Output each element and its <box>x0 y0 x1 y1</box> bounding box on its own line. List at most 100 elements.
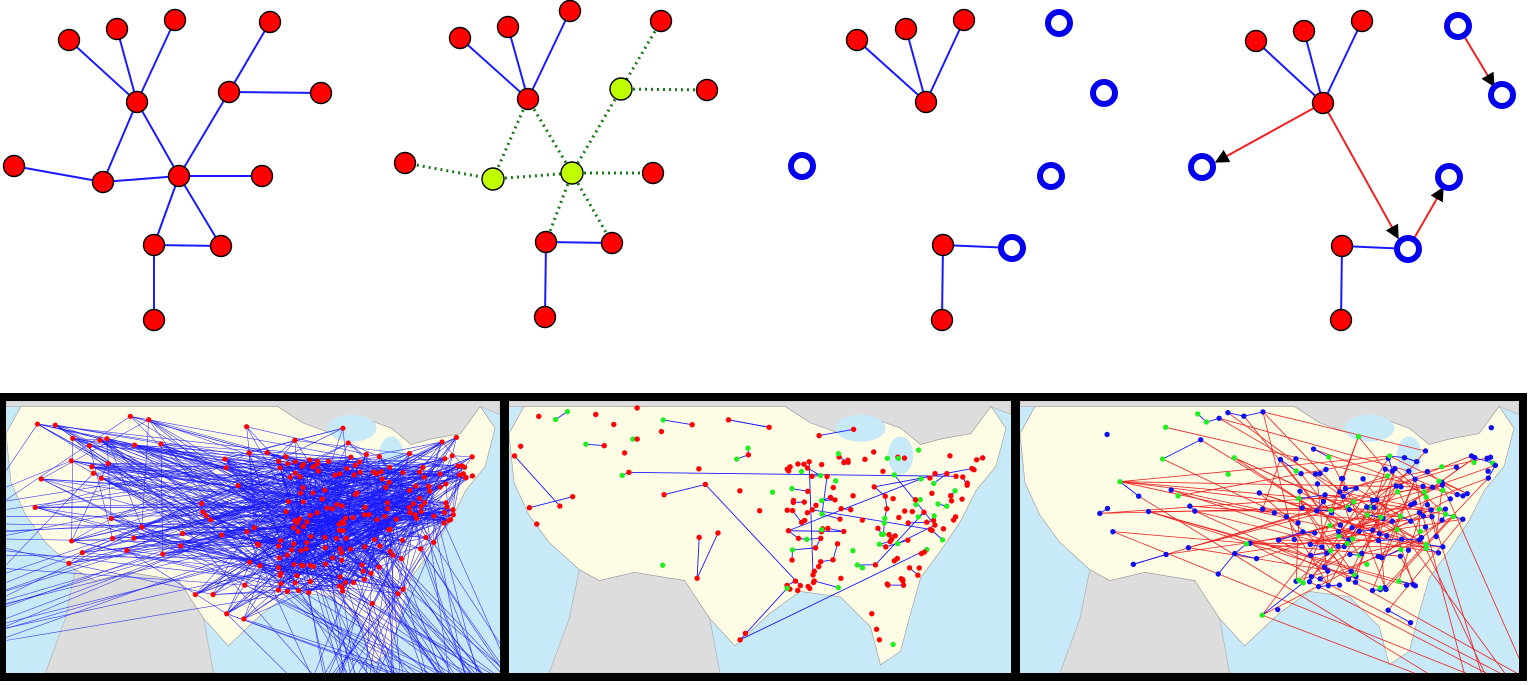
node <box>649 9 673 33</box>
airport-point <box>104 436 110 442</box>
airport-point <box>626 469 632 476</box>
airport-point <box>944 470 950 477</box>
airport-point <box>1382 466 1388 472</box>
rewired-route-edge <box>1339 491 1432 511</box>
airport-point <box>1435 550 1442 556</box>
node <box>1329 308 1353 332</box>
airport-point <box>406 504 412 511</box>
airport-point <box>1342 485 1349 492</box>
route-edge <box>821 513 841 520</box>
map-panel-full-network <box>6 401 500 673</box>
rewired-route-edge <box>1370 507 1380 534</box>
airport-point <box>1324 550 1330 556</box>
route-edge <box>226 613 390 673</box>
route-edge <box>205 515 365 580</box>
route-edge <box>6 582 354 641</box>
route-edge <box>302 466 314 488</box>
airport-point <box>883 544 889 550</box>
hub-point <box>564 408 571 415</box>
airport-point <box>959 496 965 502</box>
airport-point <box>960 474 966 480</box>
airport-point <box>882 493 888 499</box>
rewired-route-edge <box>1301 507 1427 549</box>
airport-point <box>1197 437 1204 443</box>
route-edge <box>663 419 693 426</box>
route-edge <box>6 423 38 472</box>
route-edge <box>133 531 247 539</box>
rewired-route-edge <box>1422 486 1482 673</box>
airport-point <box>285 461 291 467</box>
node <box>952 8 976 32</box>
airport-point <box>969 465 975 472</box>
node <box>1244 29 1268 53</box>
airport-point <box>406 450 413 457</box>
airport-point <box>294 572 300 579</box>
route-edge <box>101 478 394 556</box>
route-edge <box>334 474 445 513</box>
airport-point <box>1271 510 1278 516</box>
airport-point <box>929 490 935 496</box>
hub-point <box>895 455 901 462</box>
route-edge <box>1425 544 1443 548</box>
route-edge <box>366 454 381 546</box>
airport-point <box>892 533 898 539</box>
rewired-route-edge <box>1278 504 1411 541</box>
rewired-route-edge <box>1398 496 1427 582</box>
airport-point <box>105 460 111 467</box>
airport-point <box>132 442 138 448</box>
airport-point <box>336 527 343 533</box>
dotted-edge <box>570 172 614 244</box>
route-edge <box>126 550 227 615</box>
route-edge <box>1313 448 1329 458</box>
rewired-route-edge <box>1372 512 1420 531</box>
hub-point <box>918 476 924 482</box>
node <box>845 28 869 52</box>
route-edge <box>6 463 318 510</box>
route-edge <box>317 461 338 505</box>
airport-point <box>431 539 437 545</box>
airport-point <box>1325 568 1331 574</box>
route-edge <box>908 521 927 524</box>
edge <box>102 101 138 183</box>
hub-point <box>1117 478 1123 485</box>
airport-point <box>812 545 819 551</box>
airport-point <box>307 578 314 585</box>
route-edge <box>71 460 299 591</box>
hub-point <box>1349 536 1356 542</box>
airport-point <box>297 516 303 522</box>
airport-point <box>1488 424 1495 431</box>
route-edge <box>301 466 314 566</box>
route-edge <box>201 503 354 583</box>
airport-point <box>1310 446 1317 452</box>
airport-point <box>921 509 927 516</box>
hub-point <box>660 417 666 423</box>
route-edge <box>257 466 303 545</box>
airport-point <box>611 421 617 428</box>
route-edge <box>68 563 214 595</box>
route-edge <box>133 537 292 551</box>
airport-point <box>1360 476 1366 482</box>
route-edge <box>89 445 113 539</box>
airport-point <box>340 588 346 594</box>
airport-point <box>1392 465 1398 472</box>
airport-point <box>834 541 841 547</box>
rewired-route-edge <box>1261 525 1331 616</box>
airport-point <box>1420 483 1426 489</box>
airport-point <box>1464 490 1470 497</box>
airport-point <box>300 523 307 530</box>
airport-point <box>1260 409 1266 415</box>
route-edge <box>585 443 605 447</box>
route-edge <box>71 438 74 541</box>
hub-point <box>1195 411 1201 417</box>
airport-point <box>621 450 628 456</box>
airport-point <box>416 495 423 501</box>
airport-point <box>948 493 954 499</box>
airport-point <box>1349 524 1355 531</box>
route-edge <box>348 442 390 483</box>
airport-point <box>348 454 354 460</box>
airport-point <box>441 520 447 526</box>
airport-point <box>324 505 330 511</box>
rewired-route-edge <box>1328 507 1372 586</box>
airport-point <box>345 440 351 446</box>
airport-point <box>219 532 225 538</box>
